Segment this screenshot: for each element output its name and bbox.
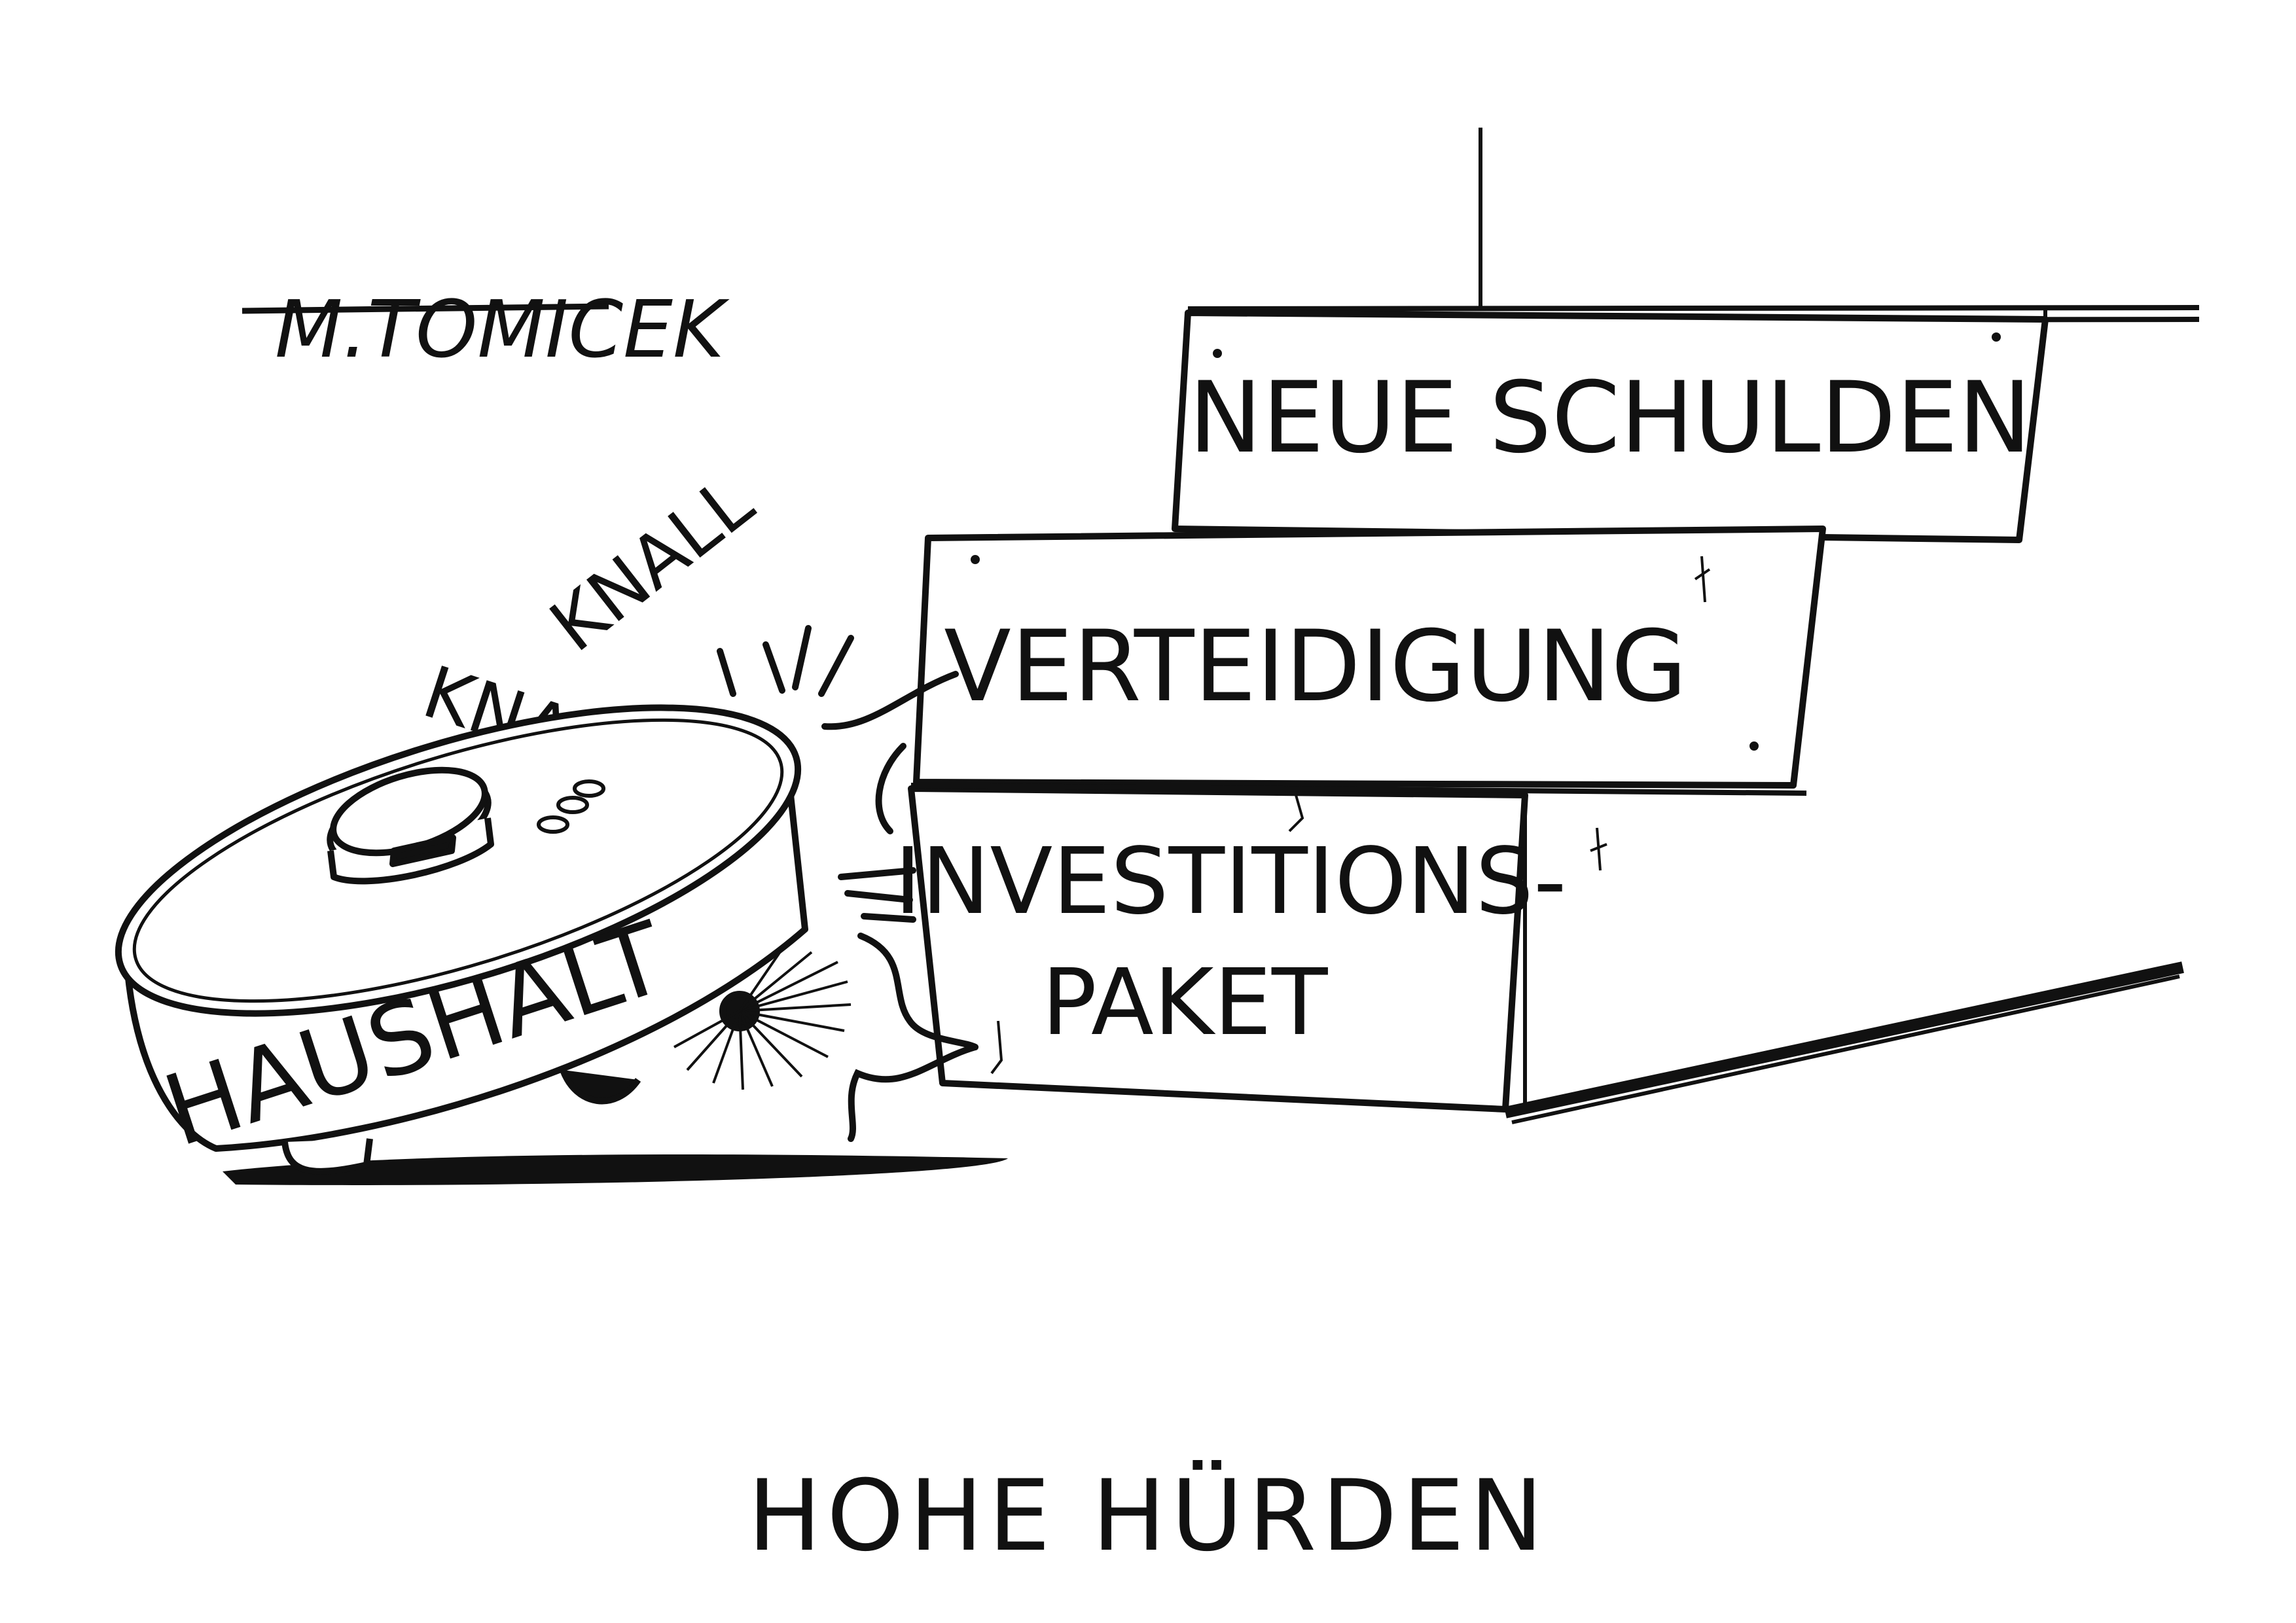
step-label-bottom-line1: INVESTITIONS- xyxy=(894,829,1566,935)
sound-effect-knall-2: KNALL xyxy=(535,460,768,668)
robot-vacuum xyxy=(115,704,808,1175)
side-brush xyxy=(673,948,852,1090)
step-middle xyxy=(913,526,1826,789)
stone-texture xyxy=(971,332,2001,1075)
step-label-bottom-line2: PAKET xyxy=(1041,950,1328,1056)
artist-signature: M.TOMICEK xyxy=(242,285,730,376)
robot-shadow xyxy=(223,1154,1008,1185)
floor-line xyxy=(1504,961,2184,1118)
impact-burst xyxy=(717,625,978,1142)
step-label-middle: VERTEIDIGUNG xyxy=(944,610,1687,724)
cartoon-caption: HOHE HÜRDEN xyxy=(747,1459,1549,1573)
signature-text: M.TOMICEK xyxy=(275,285,730,376)
step-label-top: NEUE SCHULDEN xyxy=(1189,361,2032,475)
